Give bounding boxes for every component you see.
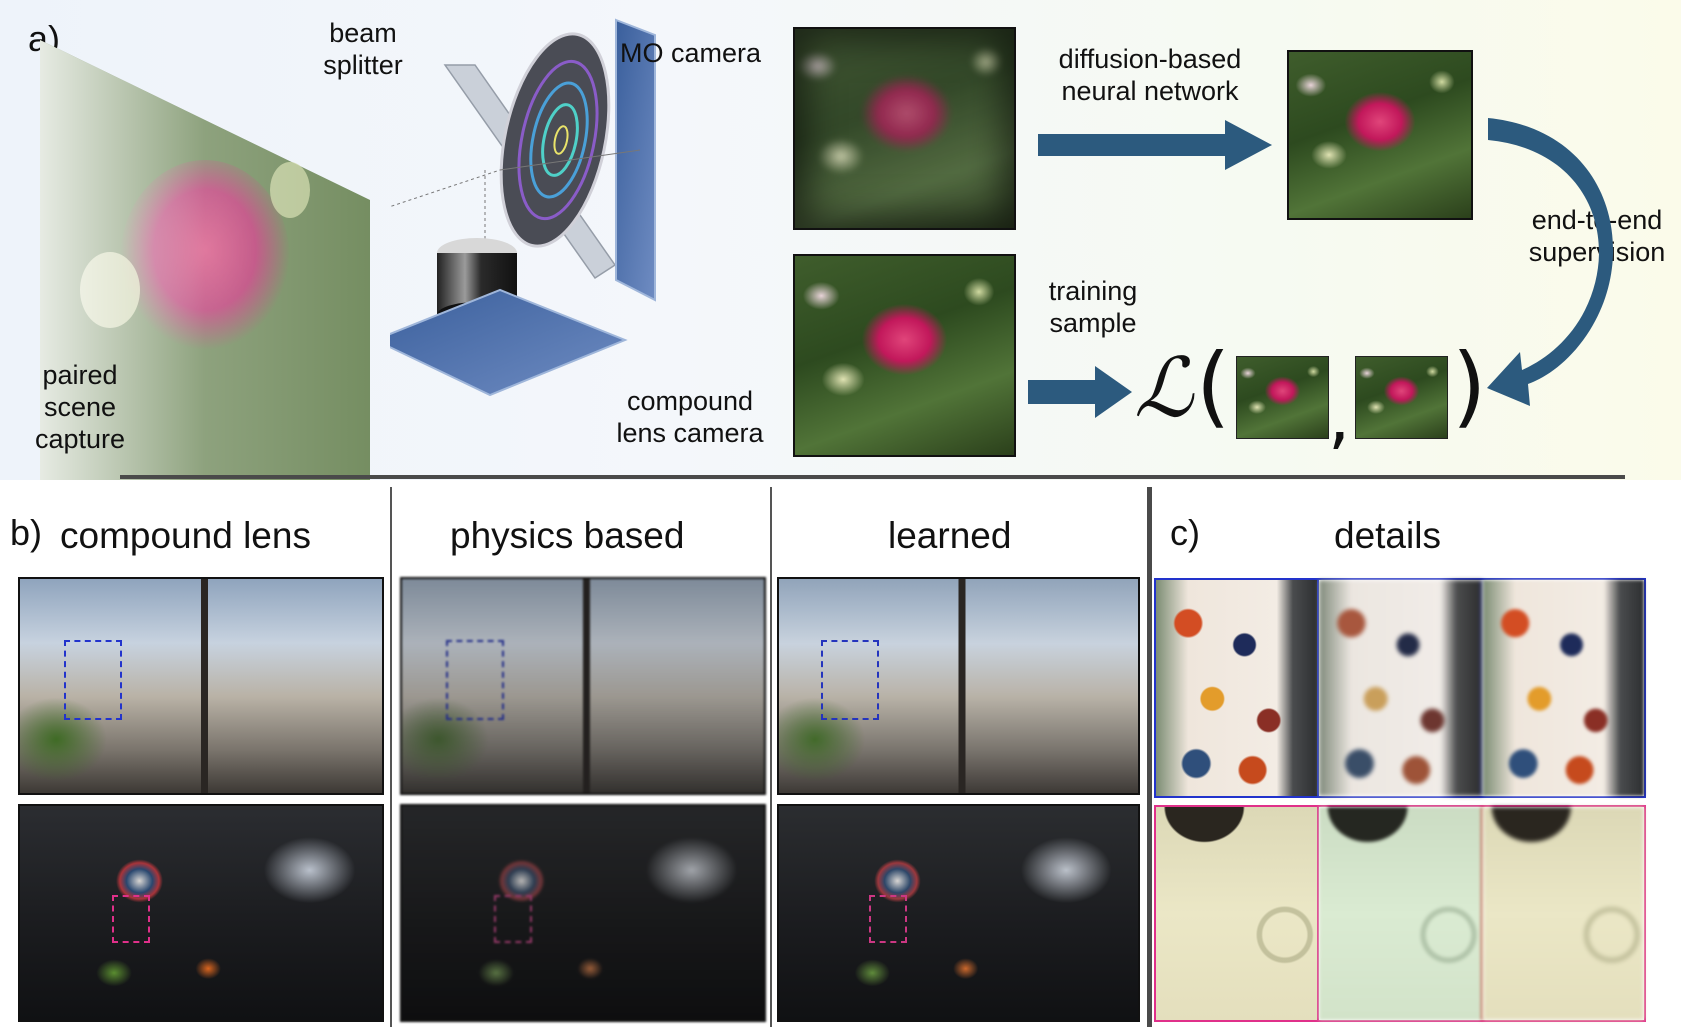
network-output-image <box>1287 50 1473 220</box>
learned-image-1 <box>777 577 1140 795</box>
arrow-training-sample-icon <box>1028 366 1132 418</box>
diffusion-network-label: diffusion-based neural network <box>1058 44 1242 106</box>
arrow-to-network-icon <box>1038 120 1272 170</box>
detail-row-pink <box>1154 805 1646 1022</box>
compound-lens-camera-label: compound lens camera <box>616 386 764 448</box>
physics-based-image-2 <box>400 804 766 1022</box>
compound-lens-image-1 <box>18 577 384 795</box>
arrows-layer <box>1028 118 1614 418</box>
training-sample-image <box>793 254 1016 457</box>
loss-symbol: ℒ <box>1134 341 1194 436</box>
training-sample-label: training sample <box>1048 276 1138 338</box>
detail-blue-physics-based <box>1319 580 1483 796</box>
column-title-compound-lens: compound lens <box>60 515 311 556</box>
detail-pink-learned <box>1482 807 1644 1020</box>
column-divider-1 <box>390 487 392 1027</box>
detail-row-blue <box>1154 578 1646 798</box>
physics-based-image-1 <box>400 577 766 795</box>
loss-paren-close: ) <box>1452 334 1487 437</box>
panel-c-divider <box>1147 487 1152 1027</box>
column-divider-2 <box>770 487 772 1027</box>
column-title-physics-based: physics based <box>450 515 685 556</box>
panel-c-title: details <box>1334 515 1441 556</box>
panel-c-label: c) <box>1170 512 1200 553</box>
compound-lens-image-2 <box>18 804 384 1022</box>
optical-setup-diagram <box>390 18 656 397</box>
mo-camera-label: MO camera <box>620 38 762 68</box>
paired-scene-capture-illustration <box>40 40 370 480</box>
panel-b-label: b) <box>10 512 43 553</box>
loss-input-image-a <box>1236 356 1329 439</box>
detail-pink-physics-based <box>1319 807 1483 1020</box>
mo-camera-output-image <box>793 27 1016 230</box>
compound-lens-sensor <box>390 288 628 397</box>
learned-image-2 <box>777 804 1140 1022</box>
loss-paren-open: ( <box>1196 334 1231 437</box>
mo-camera-sensor <box>615 18 656 302</box>
loss-input-image-b <box>1355 356 1448 439</box>
detail-blue-learned <box>1482 580 1644 796</box>
detail-blue-compound-lens <box>1156 580 1320 796</box>
end-to-end-curved-arrow-icon <box>1487 118 1614 406</box>
loss-comma: , <box>1328 376 1351 458</box>
panel-divider-horizontal <box>120 475 1625 479</box>
beam-splitter-label: beam splitter <box>323 18 403 80</box>
column-title-learned: learned <box>888 515 1012 556</box>
paired-scene-capture-label: paired scene capture <box>34 360 126 454</box>
detail-pink-compound-lens <box>1156 807 1320 1020</box>
